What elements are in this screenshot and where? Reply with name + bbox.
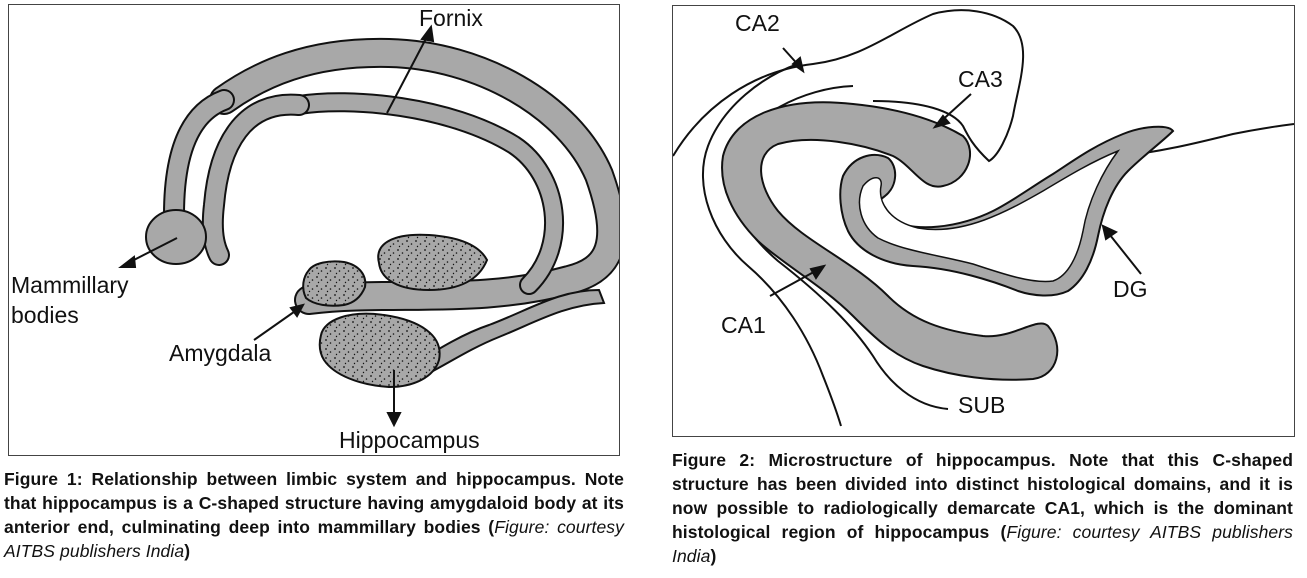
caption-2-credit-close: ) xyxy=(710,546,717,566)
dg-label: DG xyxy=(1113,276,1148,302)
caption-1-text: Figure 1: Relationship between limbic sy… xyxy=(4,469,624,537)
caption-2-credit-open: ( xyxy=(989,522,1007,542)
fornix-label: Fornix xyxy=(419,5,483,31)
outer-contour-line xyxy=(673,9,1025,163)
caption-1-credit-close: ) xyxy=(184,541,191,561)
caption-1-credit: Figure: courtesy AITBS publishers India xyxy=(4,517,625,561)
fimbria-wave xyxy=(402,288,606,385)
amygdala-label: Amygdala xyxy=(169,340,272,366)
ca3-label: CA3 xyxy=(958,66,1003,92)
dg-pointer xyxy=(1105,229,1142,275)
cornu-ammonis-band xyxy=(721,101,1059,381)
caption-1-credit-open: ( xyxy=(480,517,495,537)
limbic-system-diagram xyxy=(118,24,619,428)
sub-label: SUB xyxy=(958,392,1006,418)
ca2-contour xyxy=(702,63,842,427)
hippocampus-stippled-bulb xyxy=(377,233,489,292)
ca2-label: CA2 xyxy=(735,10,780,36)
mammillary-body xyxy=(145,209,207,265)
hippocampus-microstructure-diagram xyxy=(673,9,1294,427)
figure-2-panel: CA2 CA3 CA1 DG SUB xyxy=(672,5,1295,437)
caption-2-text: Figure 2: Microstructure of hippocampus.… xyxy=(672,450,1293,542)
fornix-pointer xyxy=(386,28,432,114)
amygdala-shape xyxy=(302,260,367,307)
dg-tail-line xyxy=(1122,123,1294,157)
figure-1-panel: Fornix Mammillary bodies Amygdala Hippoc… xyxy=(8,4,620,456)
figure-1-caption: Figure 1: Relationship between limbic sy… xyxy=(4,467,624,563)
mammillary-bodies-label: Mammillary bodies xyxy=(11,272,129,328)
hippocampus-label: Hippocampus xyxy=(339,427,480,453)
figure-2-caption: Figure 2: Microstructure of hippocampus.… xyxy=(672,448,1293,568)
hippocampus-head xyxy=(318,312,441,389)
ca1-label: CA1 xyxy=(721,312,766,338)
caption-2-credit: Figure: courtesy AITBS publishers India xyxy=(672,522,1294,566)
